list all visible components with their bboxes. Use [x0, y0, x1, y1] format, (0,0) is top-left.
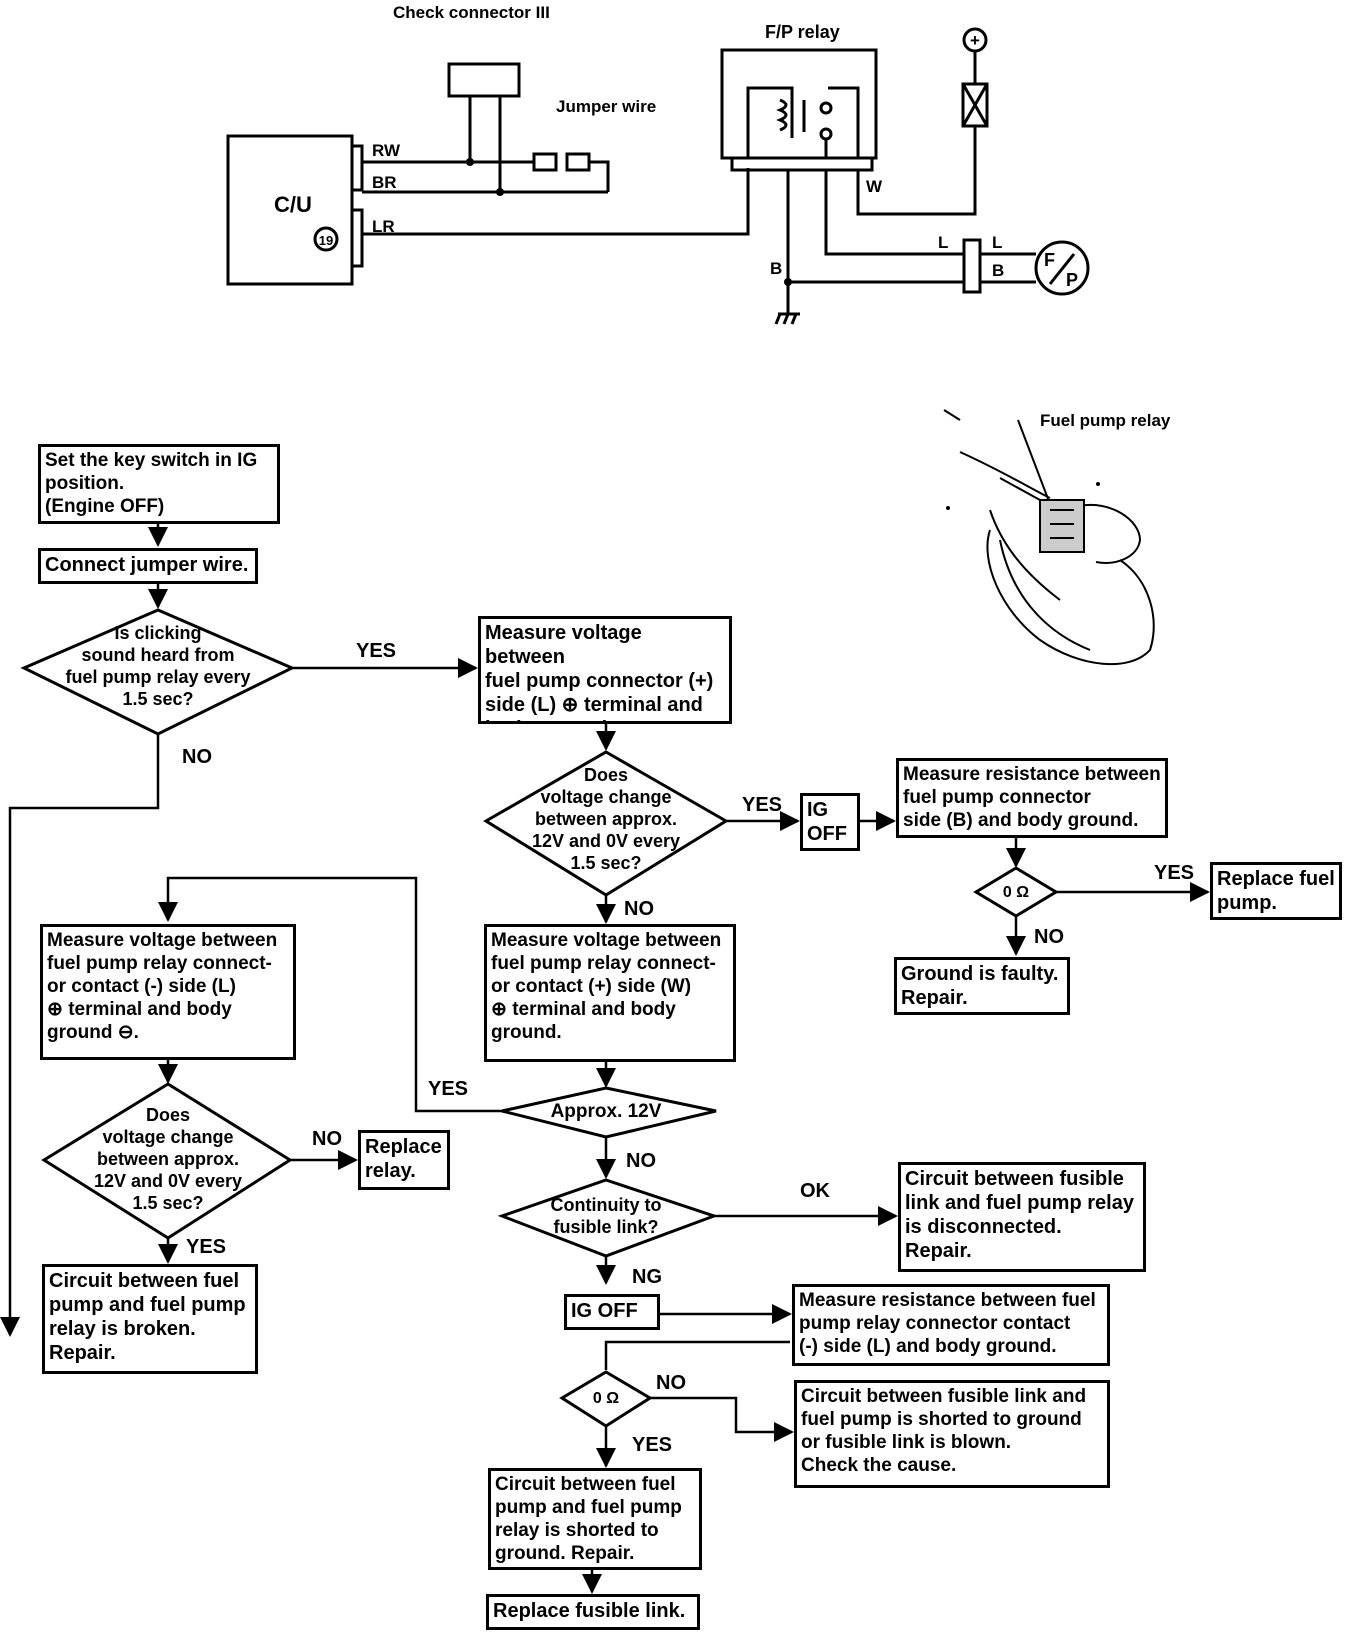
decision-continuity: [497, 1178, 719, 1258]
pump-connector: [962, 238, 982, 294]
wire-br-label: BR: [372, 173, 397, 192]
fuel-pump-motor: [1034, 240, 1090, 296]
decision-ohm-2: [559, 1370, 653, 1428]
jumper-plug-2: [565, 152, 591, 172]
decision-ohm-2-text: 0 Ω: [592, 1390, 620, 1407]
step-measure-resistance-relay: Measure resistance between fuel pump rel…: [792, 1284, 1110, 1366]
pump-b-label: B: [992, 261, 1004, 280]
pump-l-label: L: [992, 233, 1002, 252]
decision-clicking-sound: [20, 608, 296, 736]
fp-relay-label: F/P relay: [765, 22, 840, 42]
step-ig-off-2: IG OFF: [564, 1294, 660, 1330]
pump-f-label: F: [1044, 250, 1055, 270]
result-shorted-ground: Circuit between fuel pump and fuel pump …: [488, 1468, 702, 1570]
decision-approx-12v: [501, 1086, 717, 1139]
battery-plus-terminal: [962, 27, 988, 53]
result-ground-faulty: Ground is faulty. Repair.: [894, 957, 1070, 1015]
step-connect-jumper: Connect jumper wire.: [38, 548, 258, 584]
plus-label: +: [970, 31, 980, 50]
decision-voltage-left-text: Does voltage change between approx. 12V …: [93, 1105, 243, 1213]
cu-connector-upper: [350, 144, 364, 192]
wiring-diagram: [226, 27, 1090, 325]
result-circuit-broken: Circuit between fuel pump and fuel pump …: [42, 1264, 258, 1374]
decision-ohm-1-text: 0 Ω: [1002, 884, 1030, 901]
decision-clicking-text: Is clicking sound heard from fuel pump r…: [65, 623, 251, 709]
result-replace-pump: Replace fuel pump.: [1210, 862, 1342, 920]
wire-rw-label: RW: [372, 141, 401, 160]
wire-lr-label: LR: [372, 217, 395, 236]
branch-no-clicking: NO: [182, 746, 212, 768]
branch-yes-approx-12v: YES: [428, 1078, 469, 1100]
branch-no-approx-12v: NO: [626, 1150, 656, 1172]
branch-yes-clicking: YES: [356, 640, 397, 662]
cu-connector-lower: [350, 208, 364, 268]
step-set-key-switch: Set the key switch in IG position. (Engi…: [38, 444, 280, 524]
branch-no-voltage-right: NO: [624, 898, 654, 920]
branch-yes-voltage-left: YES: [186, 1236, 227, 1258]
fp-relay-base: [730, 156, 874, 172]
relay-location-sketch: [943, 409, 1155, 666]
branch-no-ohm-2: NO: [656, 1372, 686, 1394]
branch-yes-ohm-1: YES: [1154, 862, 1195, 884]
step-measure-voltage-pump: Measure voltage between fuel pump connec…: [478, 616, 732, 724]
wire-l: [824, 170, 964, 256]
branch-yes-ohm-2: YES: [632, 1434, 673, 1456]
decision-voltage-change-left: [41, 1082, 293, 1240]
fuel-pump-relay-label: Fuel pump relay: [1040, 411, 1171, 430]
wire-w-label: W: [866, 177, 883, 196]
check-connector-label: Check connector III: [393, 3, 550, 22]
jumper-wire-label: Jumper wire: [556, 97, 656, 116]
step-measure-voltage-relay-w: Measure voltage between fuel pump relay …: [484, 924, 736, 1062]
pump-p-label: P: [1066, 270, 1078, 290]
fp-relay-box: [720, 48, 878, 160]
jumper-plug-1: [532, 152, 558, 172]
cu-pin-number: 19: [319, 233, 333, 248]
result-shorted-or-blown: Circuit between fusible link and fuel pu…: [794, 1380, 1110, 1488]
branch-no-ohm-1: NO: [1034, 926, 1064, 948]
step-measure-resistance-pump: Measure resistance between fuel pump con…: [896, 758, 1168, 838]
result-replace-relay: Replace relay.: [358, 1130, 450, 1190]
decision-voltage-change-right: [483, 750, 729, 897]
decision-shapes: [20, 608, 1059, 1428]
result-fusible-disconnected: Circuit between fusible link and fuel pu…: [898, 1162, 1146, 1272]
check-connector-box: [447, 62, 521, 98]
cu-pin-circle: [313, 226, 339, 252]
flow-connectors: [0, 523, 1210, 1594]
decision-voltage-right-text: Does voltage change between approx. 12V …: [531, 765, 681, 873]
decision-continuity-text: Continuity to fusible link?: [550, 1195, 662, 1237]
decision-approx-12v-text: Approx. 12V: [550, 1101, 662, 1122]
step-ig-off-1: IG OFF: [800, 793, 860, 851]
branch-ok-continuity: OK: [800, 1180, 830, 1202]
wire-w: [856, 126, 977, 216]
decision-ohm-1: [973, 866, 1059, 918]
wire-l-label: L: [938, 233, 948, 252]
branch-no-voltage-left: NO: [312, 1128, 342, 1150]
wire-b-label: B: [770, 259, 782, 278]
cu-label: C/U: [274, 192, 312, 217]
branch-yes-voltage-right: YES: [742, 794, 783, 816]
branch-ng-continuity: NG: [632, 1266, 662, 1288]
wire-lr: [362, 168, 750, 236]
result-replace-fusible: Replace fusible link.: [486, 1594, 700, 1630]
step-measure-voltage-relay-l: Measure voltage between fuel pump relay …: [40, 924, 296, 1060]
